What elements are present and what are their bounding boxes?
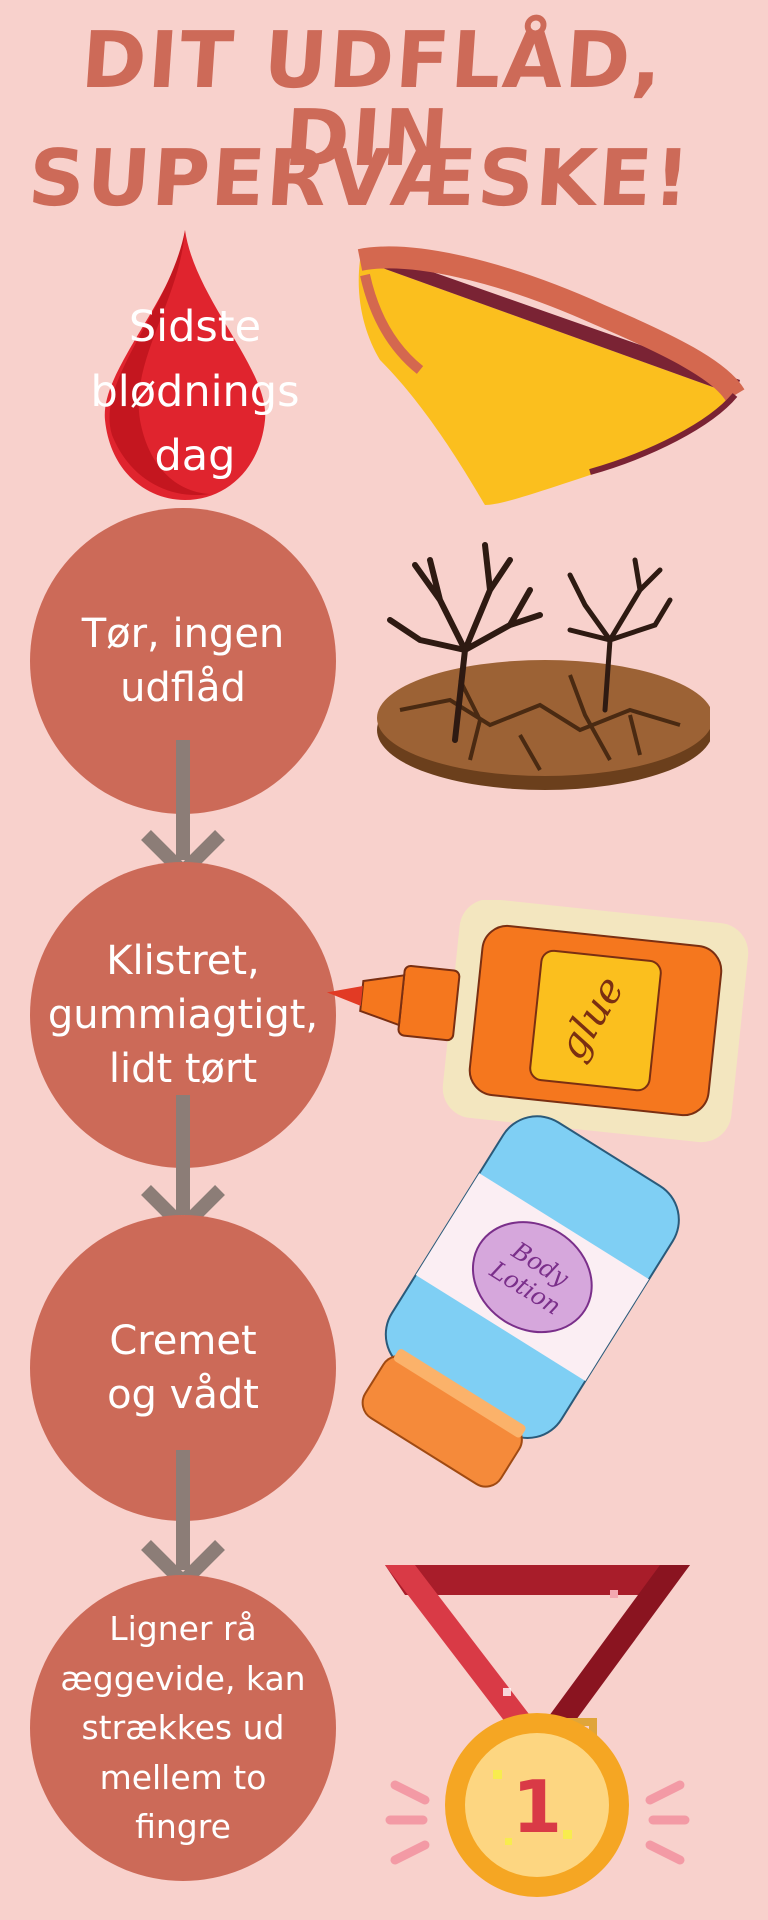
step-1-label: Sidste blødnings dag bbox=[90, 302, 300, 481]
step-5-label: Ligner rå æggevide, kan strækkes ud mell… bbox=[60, 1609, 306, 1847]
title-line-2: SUPERVÆSKE! bbox=[25, 134, 695, 224]
step-2-label: Tør, ingen udflåd bbox=[81, 611, 285, 711]
step-3-label: Klistret, gummiagtigt, lidt tørt bbox=[47, 938, 319, 1092]
medal-number: 1 bbox=[512, 1765, 562, 1849]
arrow-down-icon bbox=[141, 1095, 225, 1235]
arrow-down-icon bbox=[141, 740, 225, 880]
glue-bottle-icon: glue bbox=[326, 900, 749, 1143]
underwear-icon bbox=[357, 246, 745, 505]
arrow-down-icon bbox=[141, 1450, 225, 1590]
dry-earth-icon bbox=[377, 542, 710, 790]
medal-icon: 1 bbox=[385, 1565, 690, 1897]
step-4-label: Cremet og vådt bbox=[107, 1318, 259, 1418]
step-5-circle: Ligner rå æggevide, kan strækkes ud mell… bbox=[30, 1575, 336, 1881]
blood-drop-icon bbox=[104, 230, 266, 500]
lotion-bottle-icon: Body Lotion bbox=[361, 1115, 680, 1488]
